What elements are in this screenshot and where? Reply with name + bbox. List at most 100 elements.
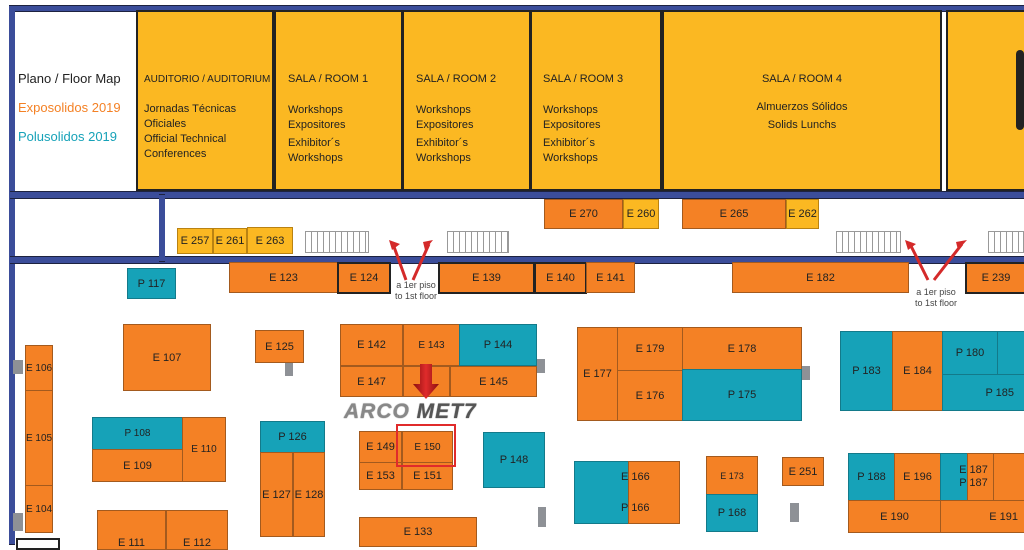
booth-e260[interactable]: E 260 xyxy=(623,199,659,229)
stairs xyxy=(836,231,901,253)
booth-e184[interactable]: E 184 xyxy=(892,331,943,411)
room-1[interactable]: SALA / ROOM 1 Workshops Expositores Exhi… xyxy=(274,10,403,191)
room-desc: Oficiales xyxy=(144,118,187,130)
booth-p-partial[interactable] xyxy=(997,331,1024,375)
booth-e124[interactable]: E 124 xyxy=(337,262,391,294)
stairs-note-line: to 1st floor xyxy=(394,291,438,301)
room-desc: Workshops Expositores xyxy=(416,104,474,131)
booth-e265[interactable]: E 265 xyxy=(682,199,786,229)
wall-left xyxy=(9,5,15,545)
pillar xyxy=(13,360,23,374)
booth-e263[interactable]: E 263 xyxy=(247,227,293,254)
booth-e166[interactable]: E 166 P 166 xyxy=(621,461,680,524)
booth-e127[interactable]: E 127 xyxy=(260,452,293,537)
pillar xyxy=(285,362,293,376)
booth-e110[interactable]: E 110 xyxy=(182,417,226,482)
booth-e176[interactable]: E 176 xyxy=(617,370,683,421)
booth-p166-area[interactable] xyxy=(574,461,629,524)
booth-p188[interactable]: P 188 xyxy=(848,453,895,501)
stairs-arrow-icon xyxy=(389,240,433,281)
booth-e105[interactable]: E 105 xyxy=(25,390,53,486)
booth-e149[interactable]: E 149 xyxy=(359,431,402,463)
booth-e182[interactable]: E 182 xyxy=(732,262,909,293)
highlight-box xyxy=(396,424,456,467)
booth-e179[interactable]: E 179 xyxy=(617,327,683,371)
booth-p148[interactable]: P 148 xyxy=(483,432,545,488)
room-title: SALA / ROOM 4 xyxy=(761,73,843,85)
booth-e251[interactable]: E 251 xyxy=(782,457,824,486)
booth-e141[interactable]: E 141 xyxy=(586,262,635,293)
booth-e133[interactable]: E 133 xyxy=(359,517,477,547)
booth-e261[interactable]: E 261 xyxy=(213,228,247,254)
booth-e173[interactable]: E 173 xyxy=(706,456,758,495)
stairs xyxy=(305,231,369,253)
room-title: SALA / ROOM 3 xyxy=(543,73,624,85)
booth-e106[interactable]: E 106 xyxy=(25,345,53,391)
booth-e142[interactable]: E 142 xyxy=(340,324,403,366)
pillar xyxy=(13,513,23,531)
booth-e111[interactable]: E 111 xyxy=(97,510,166,550)
booth-e128[interactable]: E 128 xyxy=(293,452,325,537)
booth-p144[interactable]: P 144 xyxy=(459,324,537,366)
booth-e112[interactable]: E 112 xyxy=(166,510,228,550)
room-5-partial[interactable] xyxy=(946,10,1024,191)
wall-mid-1 xyxy=(10,191,1024,199)
stairs-note: a 1er piso to 1st floor xyxy=(908,287,964,309)
booth-e140[interactable]: E 140 xyxy=(534,262,587,294)
room-desc: Solids Lunchs xyxy=(767,119,837,131)
room-title: SALA / ROOM 2 xyxy=(416,73,497,85)
room-title: AUDITORIO / AUDITORIUM xyxy=(144,74,271,85)
legend-exposolidos: Exposolidos 2019 xyxy=(18,100,121,115)
room-4[interactable]: SALA / ROOM 4 Almuerzos Sólidos Solids L… xyxy=(662,10,942,191)
room-desc: Exhibitor´s Workshops xyxy=(543,137,598,164)
scrollbar-handle[interactable] xyxy=(1016,50,1024,130)
pillar xyxy=(790,503,799,522)
booth-e123[interactable]: E 123 xyxy=(229,262,338,293)
stairs xyxy=(447,231,509,253)
booth-p185[interactable]: P 185 xyxy=(942,374,1024,411)
booth-e145[interactable]: E 145 xyxy=(450,366,537,397)
room-desc: Exhibitor´s Workshops xyxy=(416,137,471,164)
booth-e178[interactable]: E 178 xyxy=(682,327,802,370)
legend-title: Plano / Floor Map xyxy=(18,71,121,86)
booth-e107[interactable]: E 107 xyxy=(123,324,211,391)
booth-e257[interactable]: E 257 xyxy=(177,228,213,254)
pillar xyxy=(802,366,810,380)
booth-e139[interactable]: E 139 xyxy=(438,262,535,294)
room-title: SALA / ROOM 1 xyxy=(288,73,369,85)
booth-e147[interactable]: E 147 xyxy=(340,366,403,397)
booth-e104[interactable]: E 104 xyxy=(25,485,53,533)
stairs-arrow-icon xyxy=(905,240,967,281)
stairs-note-line: a 1er piso xyxy=(396,280,436,290)
room-desc: Conferences xyxy=(144,148,207,160)
booth-e270[interactable]: E 270 xyxy=(544,199,623,229)
booth-e125[interactable]: E 125 xyxy=(255,330,304,363)
room-3[interactable]: SALA / ROOM 3 Workshops Expositores Exhi… xyxy=(530,10,662,191)
booth-label: E 187 xyxy=(959,464,988,476)
booth-e109[interactable]: E 109 xyxy=(92,449,183,482)
stairs-note: a 1er piso to 1st floor xyxy=(390,280,442,302)
booth-e262[interactable]: E 262 xyxy=(786,199,819,229)
booth-p168[interactable]: P 168 xyxy=(706,494,758,532)
booth-p183[interactable]: P 183 xyxy=(840,331,893,411)
booth-e239[interactable]: E 239 xyxy=(965,262,1024,294)
legend-polusolidos: Polusolidos 2019 xyxy=(18,129,118,144)
legend: Plano / Floor Map Exposolidos 2019 Polus… xyxy=(18,64,121,151)
room-desc: Almuerzos Sólidos xyxy=(756,101,848,113)
booth-e190[interactable]: E 190 xyxy=(848,500,941,533)
booth-p126[interactable]: P 126 xyxy=(260,421,325,453)
booth-p180[interactable]: P 180 xyxy=(942,331,998,375)
booth-e187[interactable]: E 187 P 187 xyxy=(959,453,994,501)
booth-e-partial[interactable] xyxy=(993,453,1024,501)
booth-e191[interactable]: E 191 xyxy=(940,500,1024,533)
booth-e143[interactable]: E 143 xyxy=(403,324,460,366)
booth-p117[interactable]: P 117 xyxy=(127,268,176,299)
room-2[interactable]: SALA / ROOM 2 Workshops Expositores Exhi… xyxy=(402,10,531,191)
booth-p108[interactable]: P 108 xyxy=(92,417,183,450)
room-auditorium[interactable]: AUDITORIO / AUDITORIUM Jornadas Técnicas… xyxy=(136,10,274,191)
booth-e153[interactable]: E 153 xyxy=(359,462,402,490)
stairs-note-line: a 1er piso xyxy=(916,287,956,297)
booth-e177[interactable]: E 177 xyxy=(577,327,618,421)
booth-p175[interactable]: P 175 xyxy=(682,369,802,421)
booth-e196[interactable]: E 196 xyxy=(894,453,941,501)
